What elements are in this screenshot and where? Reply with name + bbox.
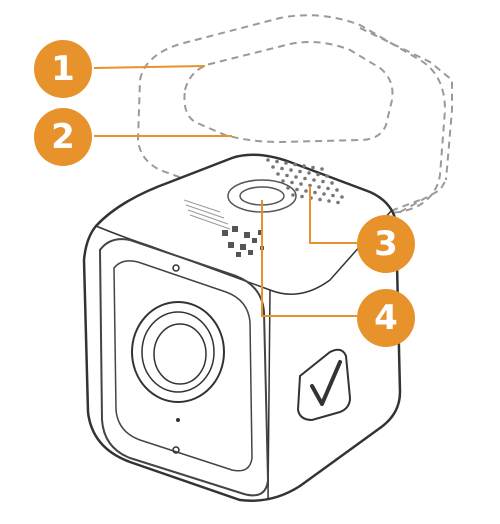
callout-1-label: 1 [51,49,75,89]
grill-hole [322,192,326,196]
callout-2: 2 [34,108,92,166]
callout-3-label: 3 [374,224,398,264]
grill-hole [271,165,275,169]
grill-hole [294,175,298,179]
grill-hole [311,165,315,170]
grill-hole [300,194,304,199]
grill-hole [275,159,279,164]
grill-hole [295,187,299,192]
grill-hole [320,167,324,171]
callout-4-label: 4 [374,298,398,338]
grill-hole [326,186,330,191]
grill-hole [299,182,303,186]
grill-hole [284,161,288,165]
grill-hole [307,171,311,175]
grill-hole [281,179,285,183]
camera-body [82,153,402,502]
callout-1: 1 [34,40,92,98]
grill-hole [318,197,322,202]
grill-hole [303,176,307,181]
top-label-lines [183,199,231,230]
grill-hole [327,199,331,203]
grill-hole [335,188,339,192]
grill-hole [336,200,340,205]
checkmark-logo-icon [296,348,352,422]
grill-hole [304,189,308,193]
grill-hole [316,172,320,177]
grill-hole [331,193,335,198]
callout-4: 4 [357,289,415,347]
grill-hole [302,164,306,168]
grill-hole [289,168,293,172]
grill-hole [293,162,297,167]
grill-hole [340,195,344,199]
speaker-grill [266,158,344,205]
camera-front [98,238,270,497]
callout-2-label: 2 [51,117,75,157]
grill-hole [321,179,325,184]
grill-hole [290,180,294,185]
leader-lines [93,65,357,317]
grill-hole [286,186,290,190]
grill-hole [325,174,329,178]
grill-hole [266,158,270,162]
grill-hole [291,193,295,197]
grill-hole [285,173,289,178]
grill-hole [317,185,321,189]
grill-hole [313,190,317,195]
callout-3: 3 [357,215,415,273]
grill-hole [280,166,284,171]
grill-hole [312,178,316,182]
grill-hole [330,181,334,185]
camera-lens [131,264,225,454]
grill-hole [298,169,302,174]
grill-hole [276,172,280,176]
